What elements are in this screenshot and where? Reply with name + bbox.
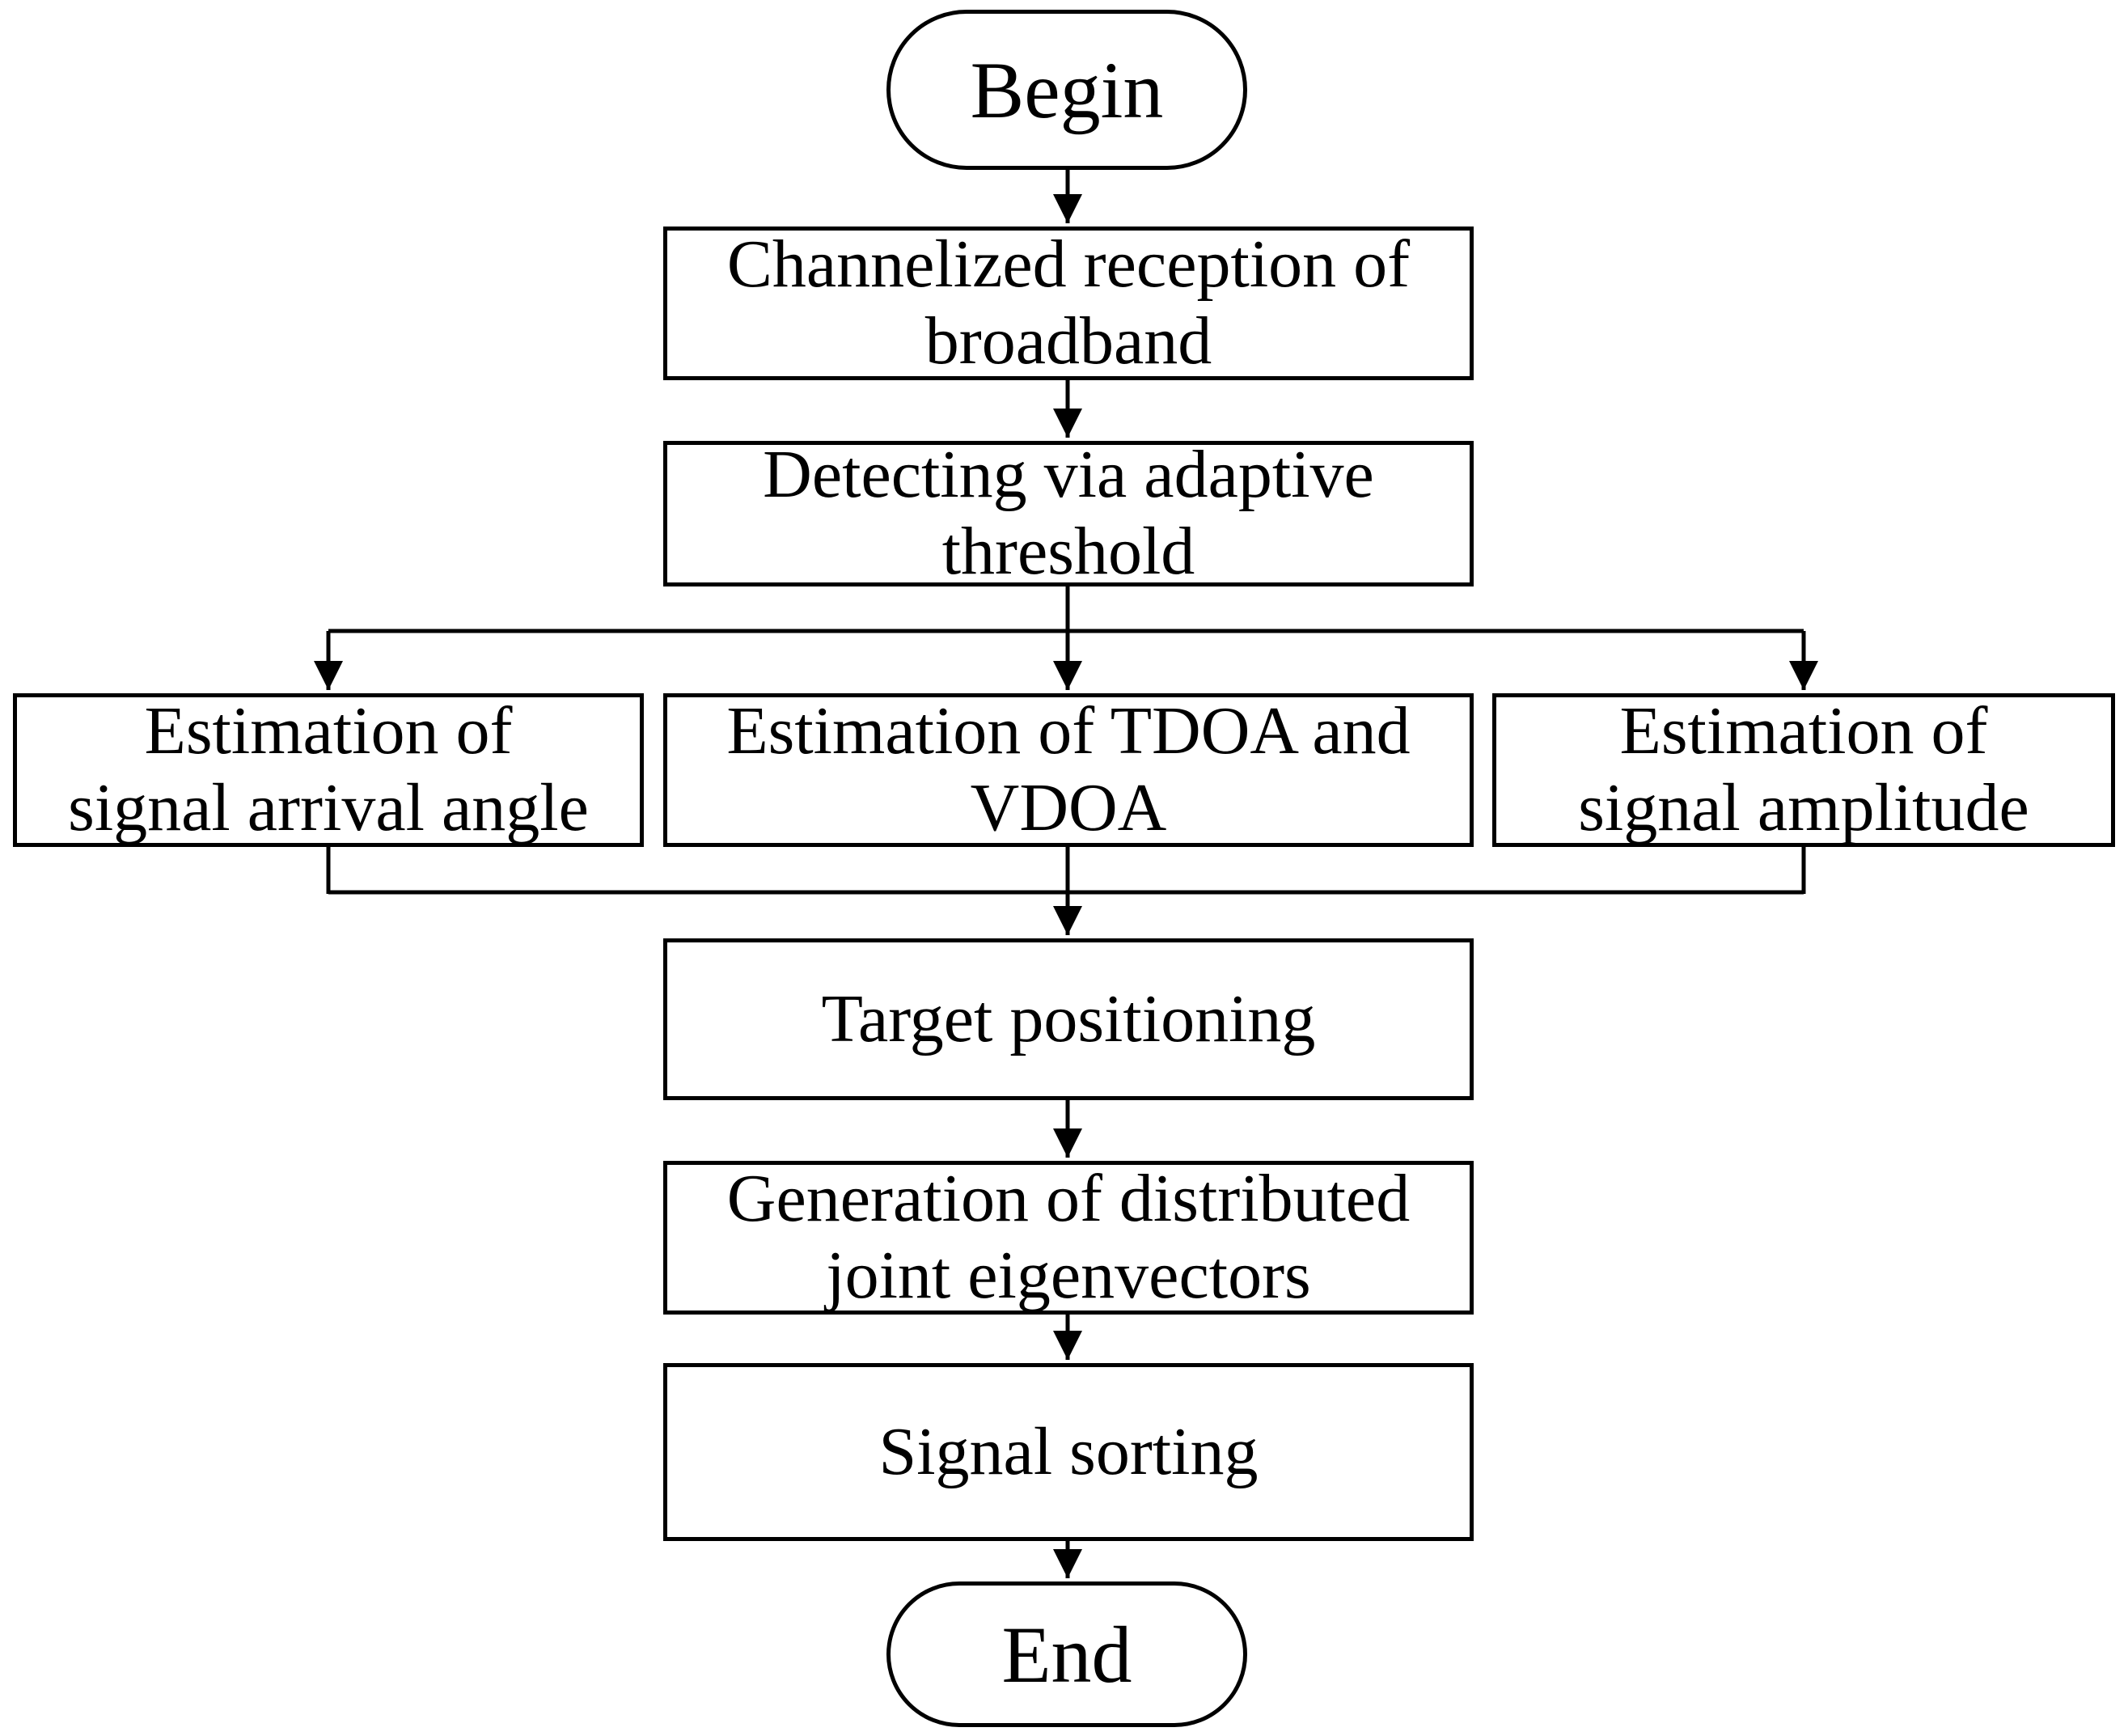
node-target-label: Target positioning <box>821 980 1316 1056</box>
node-channelized-reception: Channelized reception of broadband <box>663 227 1474 380</box>
node-est-amp-label-line2: signal amplitude <box>1578 770 2029 845</box>
node-begin-label: Begin <box>970 44 1164 135</box>
node-est-angle-label-line1: Estimation of <box>144 693 513 769</box>
node-end: End <box>886 1581 1247 1727</box>
node-estimation-amplitude: Estimation of signal amplitude <box>1492 693 2115 847</box>
node-sorting-label: Signal sorting <box>878 1413 1259 1489</box>
node-detecting-label-line1: Detecting via adaptive <box>763 437 1374 513</box>
node-begin: Begin <box>886 10 1247 170</box>
node-signal-sorting: Signal sorting <box>663 1363 1474 1541</box>
node-detecting-label-line2: threshold <box>941 514 1195 589</box>
node-est-tdoa-label-line1: Estimation of TDOA and <box>726 693 1411 769</box>
node-generation-label-line2: joint eigenvectors <box>826 1238 1311 1313</box>
node-estimation-tdoa-vdoa: Estimation of TDOA and VDOA <box>663 693 1474 847</box>
node-end-label: End <box>1001 1609 1132 1700</box>
node-est-tdoa-label-line2: VDOA <box>970 770 1167 845</box>
node-generation-label-line1: Generation of distributed <box>726 1161 1411 1237</box>
node-target-positioning: Target positioning <box>663 938 1474 1100</box>
node-detecting-threshold: Detecting via adaptive threshold <box>663 437 1474 589</box>
node-est-amp-label-line1: Estimation of <box>1619 693 1988 769</box>
node-generation-eigenvectors: Generation of distributed joint eigenvec… <box>663 1161 1474 1315</box>
node-est-angle-label-line2: signal arrival angle <box>68 770 589 845</box>
node-channelized-label-line1: Channelized reception of <box>726 227 1411 303</box>
node-channelized-label-line2: broadband <box>924 303 1212 379</box>
node-estimation-arrival-angle: Estimation of signal arrival angle <box>13 693 644 847</box>
